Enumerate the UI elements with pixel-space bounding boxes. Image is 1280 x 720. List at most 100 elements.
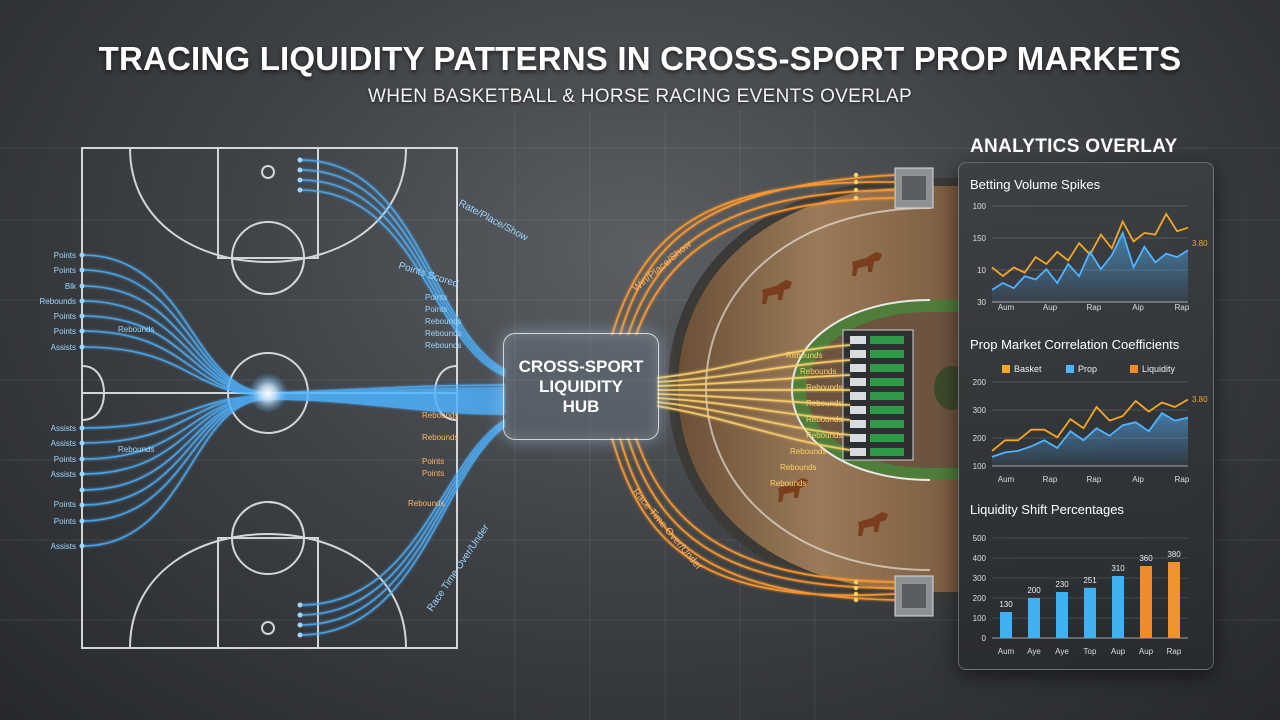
racing-label: Rebounds	[806, 415, 842, 424]
left-label: Assists	[51, 343, 76, 352]
y-tick-label: 300	[973, 406, 987, 415]
y-tick-label: 200	[973, 594, 987, 603]
legend-swatch	[1130, 365, 1138, 373]
lower-mid-label: Rebounds	[422, 433, 458, 442]
chart-title: Betting Volume Spikes	[970, 177, 1101, 192]
x-tick-label: Aup	[1111, 647, 1126, 656]
bar-chart: Liquidity Shift Percentages5004003002001…	[970, 502, 1188, 656]
left-label: Assists	[51, 424, 76, 433]
y-tick-label: 150	[973, 234, 987, 243]
left-label: Points	[54, 266, 76, 275]
top-sensor-box	[894, 167, 934, 209]
left-label: Points	[54, 312, 76, 321]
bar	[1028, 598, 1040, 638]
annotation-label: 3.80	[1192, 239, 1208, 248]
annotation-label: 3.80	[1192, 395, 1208, 404]
left-label: Points	[54, 327, 76, 336]
racing-label: Rebounds	[806, 383, 842, 392]
series-line	[991, 411, 1189, 458]
lower-mid-label: Rebounds	[408, 499, 444, 508]
y-tick-label: 100	[973, 462, 987, 471]
racing-label: Rebounds	[780, 463, 816, 472]
y-tick-label: 300	[973, 574, 987, 583]
bar-value-label: 251	[1083, 576, 1097, 585]
x-tick-label: Aip	[1132, 303, 1144, 312]
x-tick-label: Aum	[998, 647, 1015, 656]
analytics-heading: ANALYTICS OVERLAY	[970, 136, 1178, 157]
mid-label: Rebounds	[425, 317, 461, 326]
court-node-dots	[79, 157, 303, 638]
racing-flow-lines	[611, 174, 896, 601]
y-tick-label: 200	[973, 434, 987, 443]
x-tick-label: Aye	[1027, 647, 1041, 656]
liquidity-hub: CROSS-SPORT LIQUIDITY HUB	[503, 333, 659, 440]
bar-value-label: 360	[1139, 554, 1153, 563]
basketball-lower-mid-labels: Rebounds Rebounds Points Points Rebounds	[408, 411, 458, 508]
racing-label: Rebounds	[786, 351, 822, 360]
bar	[1112, 576, 1124, 638]
x-tick-label: Aum	[998, 475, 1015, 484]
mid-label: Rebounds	[425, 341, 461, 350]
mid-label: Rebounds	[118, 325, 154, 334]
horse-icon	[762, 252, 888, 536]
y-tick-label: 0	[982, 634, 987, 643]
left-label: Rebounds	[40, 297, 76, 306]
hub-label-line3: HUB	[562, 396, 600, 416]
racing-label: Rebounds	[806, 399, 842, 408]
bar	[1140, 566, 1152, 638]
y-tick-label: 200	[973, 378, 987, 387]
series-line	[991, 398, 1189, 452]
x-tick-label: Top	[1084, 647, 1097, 656]
left-label: Points	[54, 517, 76, 526]
legend-swatch	[1002, 365, 1010, 373]
legend-label: Liquidity	[1142, 364, 1176, 374]
racing-node-dots	[853, 172, 859, 603]
y-tick-label: 500	[973, 534, 987, 543]
x-tick-label: Rap	[1175, 303, 1190, 312]
legend-label: Basket	[1014, 364, 1042, 374]
lower-mid-label: Rebounds	[422, 411, 458, 420]
x-tick-label: Rap	[1043, 475, 1058, 484]
racing-lower-labels: Rebounds Rebounds Rebounds Rebounds	[770, 431, 842, 488]
racing-label: Rebounds	[806, 431, 842, 440]
bar	[1056, 592, 1068, 638]
lower-mid-label: Points	[422, 469, 444, 478]
racing-label: Rebounds	[770, 479, 806, 488]
bar-value-label: 200	[1027, 586, 1041, 595]
left-label: Points	[54, 251, 76, 260]
y-tick-label: 400	[973, 554, 987, 563]
bar	[1000, 612, 1012, 638]
racing-mid-labels: Rebounds Rebounds Rebounds Rebounds Rebo…	[786, 351, 842, 424]
chart-title: Prop Market Correlation Coefficients	[970, 337, 1180, 352]
racing-label: Rebounds	[790, 447, 826, 456]
y-tick-label: 30	[977, 298, 986, 307]
starting-gate	[842, 329, 914, 461]
basketball-mid-labels: Points Points Rebounds Rebounds Rebounds…	[118, 293, 461, 454]
left-label: Points	[54, 500, 76, 509]
bar-value-label: 380	[1167, 550, 1181, 559]
hub-label-line2: LIQUIDITY	[538, 376, 624, 396]
bar-value-label: 230	[1055, 580, 1069, 589]
line-chart: Prop Market Correlation Coefficients 200 3…	[970, 337, 1208, 484]
page-subtitle: WHEN BASKETBALL & HORSE RACING EVENTS OV…	[368, 86, 912, 107]
x-tick-label: Aum	[998, 303, 1015, 312]
legend-label: Prop	[1078, 364, 1097, 374]
racetrack	[668, 167, 970, 617]
x-tick-label: Aup	[1139, 647, 1154, 656]
left-label: Assists	[51, 439, 76, 448]
left-label: Assists	[51, 542, 76, 551]
mid-label: Points	[425, 293, 447, 302]
hub-label-line1: CROSS-SPORT	[518, 356, 644, 376]
bar	[1168, 562, 1180, 638]
x-tick-label: Rap	[1087, 303, 1102, 312]
bar	[1084, 587, 1096, 638]
mid-label: Rebounds	[118, 445, 154, 454]
x-tick-label: Rap	[1087, 475, 1102, 484]
x-tick-label: Aip	[1132, 475, 1144, 484]
left-label: Points	[54, 455, 76, 464]
bar-value-label: 130	[999, 600, 1013, 609]
racing-label: Rebounds	[800, 367, 836, 376]
left-label: Blk	[65, 282, 77, 291]
